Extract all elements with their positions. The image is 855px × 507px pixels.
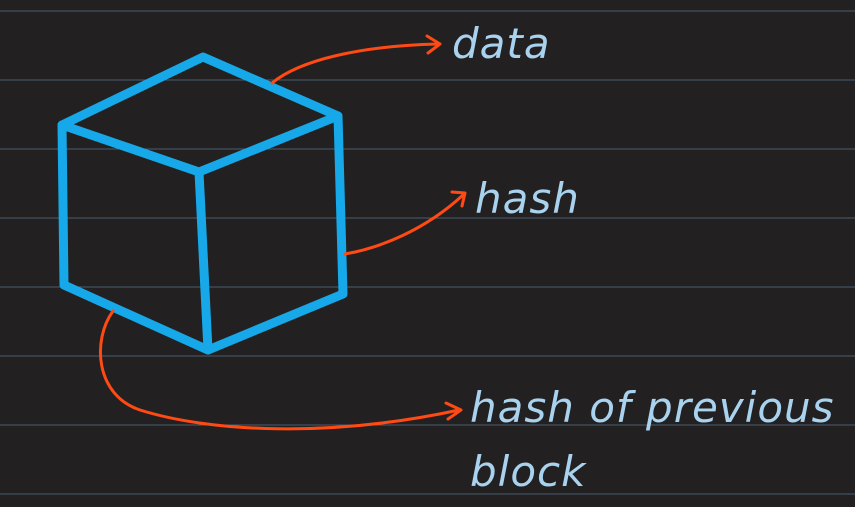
arrow-head-hash [450,190,467,208]
label-hash-of-previous: hash of previous [470,383,835,432]
cube-right-face [203,111,348,355]
arrow-to-hash [343,193,465,256]
arrows [99,34,467,431]
cube-top-face [57,52,343,177]
block-cube [57,52,348,355]
cube-left-face [57,120,213,355]
label-data: data [452,19,551,68]
arrow-head-data [425,34,442,55]
arrow-to-previous [99,309,461,431]
label-hash: hash [475,174,580,223]
arrow-to-data [270,42,439,85]
label-block: block [470,447,587,496]
arrow-head-previous [444,401,463,421]
